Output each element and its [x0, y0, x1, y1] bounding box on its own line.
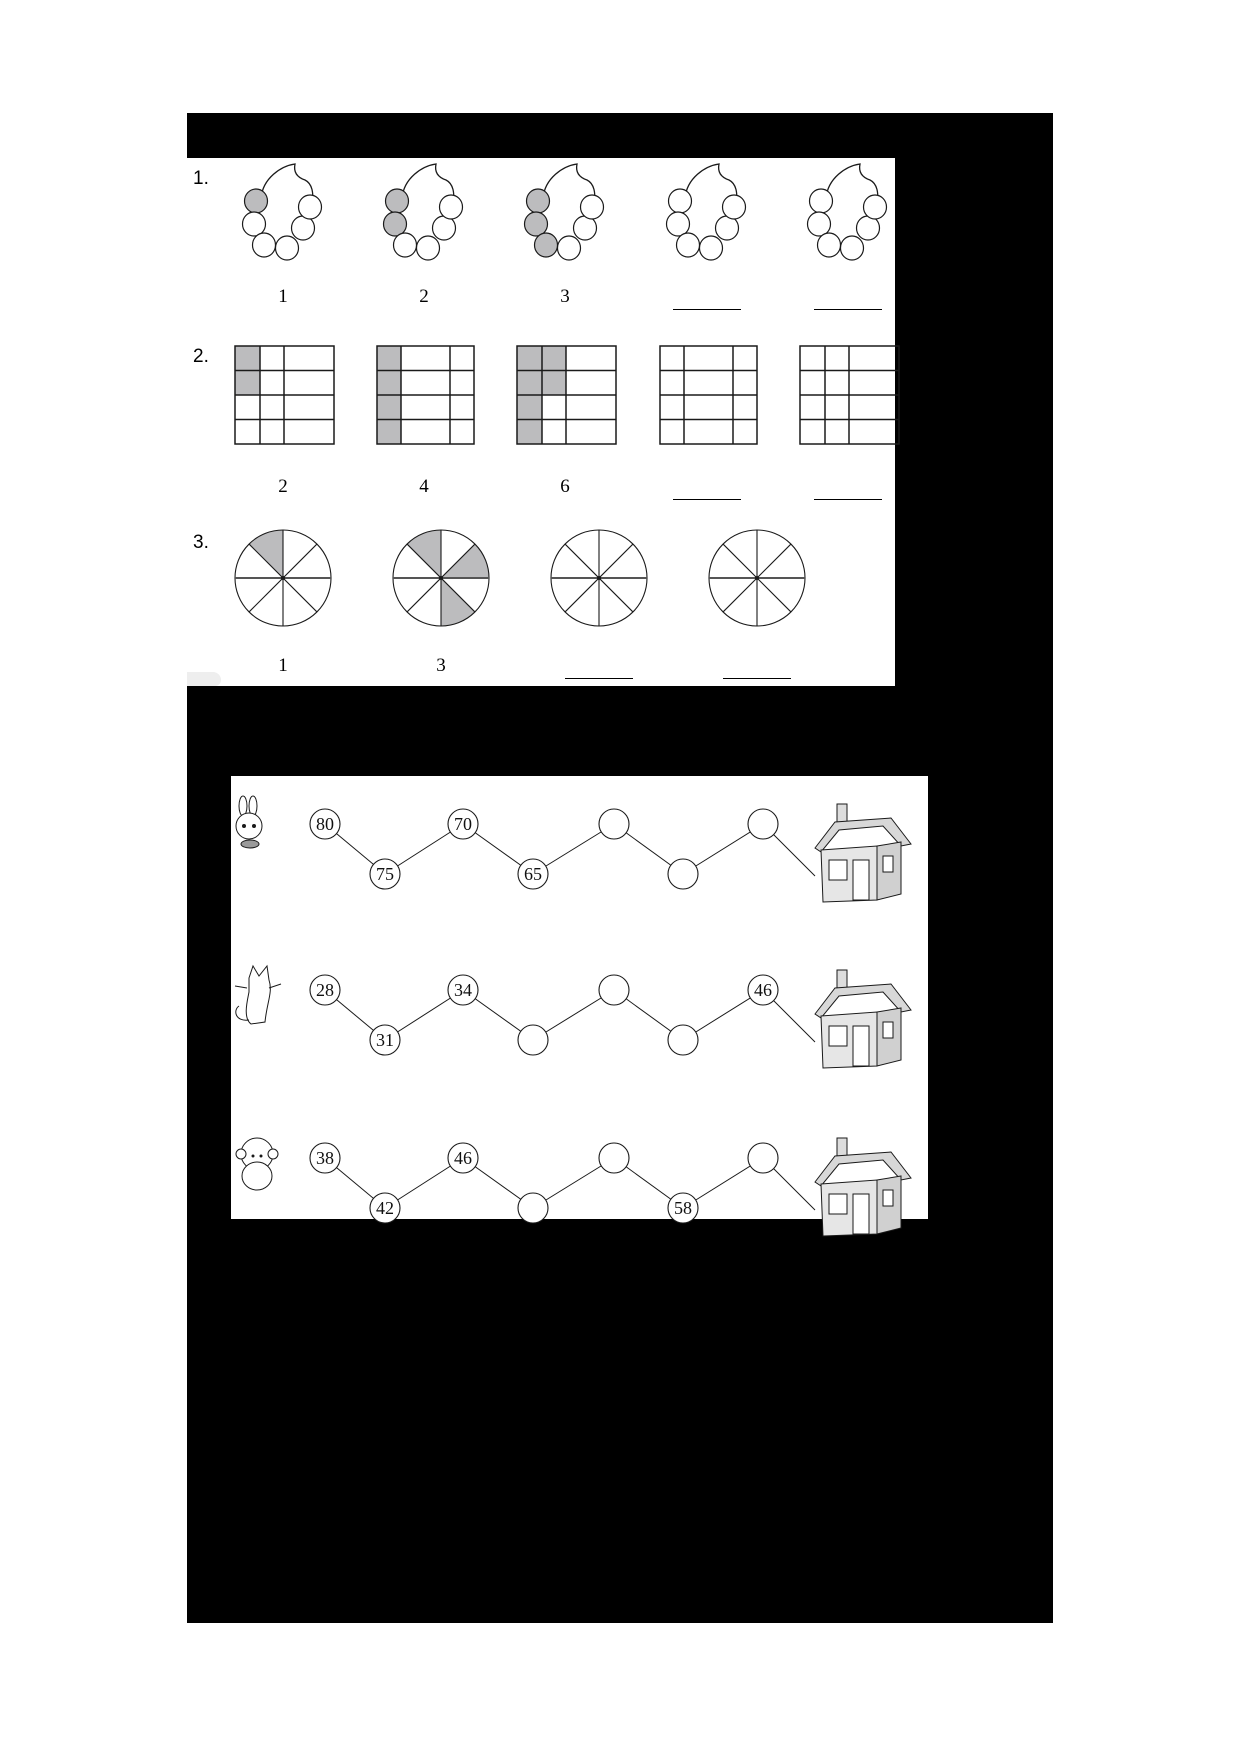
- path-node: [667, 1192, 699, 1224]
- house-icon: [814, 1137, 912, 1237]
- question-2-number: 2.: [193, 346, 209, 367]
- grid-count-label: 2: [278, 476, 288, 497]
- path-node-value: 58: [674, 1198, 692, 1218]
- path-node-value: 38: [316, 1148, 334, 1168]
- question-1-number: 1.: [193, 168, 209, 189]
- necklace-count-label: 2: [419, 286, 429, 307]
- grid-count-label: 4: [419, 476, 429, 497]
- path-node-value: 34: [454, 980, 472, 1000]
- path-node[interactable]: [598, 974, 630, 1006]
- path-node-value: 31: [376, 1030, 394, 1050]
- bead-necklace-2: [382, 163, 464, 261]
- grid-count-label: 6: [560, 476, 570, 497]
- fraction-circle-4: [708, 529, 806, 627]
- path-node-value: 65: [524, 864, 542, 884]
- house-icon: [814, 969, 912, 1069]
- answer-blank[interactable]: [814, 499, 882, 500]
- rabbit-icon: [235, 795, 263, 849]
- answer-blank[interactable]: [814, 309, 882, 310]
- path-node: [369, 858, 401, 890]
- necklace-count-label: 3: [560, 286, 570, 307]
- house-icon: [814, 803, 912, 903]
- sheep-icon: [235, 1137, 279, 1191]
- path-node: [447, 974, 479, 1006]
- bead-necklace-1: [241, 163, 323, 261]
- path-row-rabbit: 80 75 70 65: [235, 795, 912, 903]
- path-node[interactable]: [747, 808, 779, 840]
- path-node-value: 28: [316, 980, 334, 1000]
- necklace-count-label: 1: [278, 286, 288, 307]
- bead-necklace-3: [523, 163, 605, 261]
- path-node-value: 42: [376, 1198, 394, 1218]
- paper-scrap: [187, 672, 221, 686]
- worksheet-top-panel: 1. 1 2 3 2. 2 4 6 3. 1 3: [187, 158, 900, 686]
- path-node: [447, 1142, 479, 1174]
- path-node: [369, 1024, 401, 1056]
- cat-icon: [234, 964, 282, 1025]
- path-node-value: 70: [454, 814, 472, 834]
- path-node: [517, 858, 549, 890]
- worksheet-bottom-panel: 80 75 70 65 28 31 34 46 38 42 46 58: [231, 776, 928, 1237]
- path-row-cat: 28 31 34 46: [234, 964, 912, 1069]
- question-3-number: 3.: [193, 532, 209, 553]
- path-node[interactable]: [517, 1024, 549, 1056]
- circle-count-label: 3: [436, 655, 446, 676]
- answer-blank[interactable]: [673, 309, 741, 310]
- path-node[interactable]: [667, 1024, 699, 1056]
- path-node-value: 46: [454, 1148, 472, 1168]
- path-node-value: 80: [316, 814, 334, 834]
- bead-necklace-5: [806, 163, 888, 261]
- path-node[interactable]: [598, 1142, 630, 1174]
- answer-blank[interactable]: [723, 678, 791, 679]
- path-node: [309, 808, 341, 840]
- path-node: [747, 974, 779, 1006]
- path-node: [447, 808, 479, 840]
- path-node-value: 46: [754, 980, 772, 1000]
- circle-count-label: 1: [278, 655, 288, 676]
- path-node[interactable]: [667, 858, 699, 890]
- path-node: [309, 1142, 341, 1174]
- path-node-value: 75: [376, 864, 394, 884]
- path-node: [309, 974, 341, 1006]
- shading-grid-1: [233, 345, 335, 445]
- answer-blank[interactable]: [565, 678, 633, 679]
- shading-grid-4: [658, 345, 758, 445]
- shading-grid-5: [798, 345, 900, 445]
- path-node[interactable]: [598, 808, 630, 840]
- path-node: [369, 1192, 401, 1224]
- fraction-circle-3: [550, 529, 648, 627]
- fraction-circle-1: [234, 529, 332, 627]
- path-node[interactable]: [747, 1142, 779, 1174]
- answer-blank[interactable]: [673, 499, 741, 500]
- shading-grid-3: [515, 345, 617, 445]
- shading-grid-2: [375, 345, 475, 445]
- fraction-circle-2: [392, 529, 490, 627]
- bead-necklace-4: [665, 163, 747, 261]
- path-row-sheep: 38 42 46 58: [235, 1137, 912, 1237]
- path-node[interactable]: [517, 1192, 549, 1224]
